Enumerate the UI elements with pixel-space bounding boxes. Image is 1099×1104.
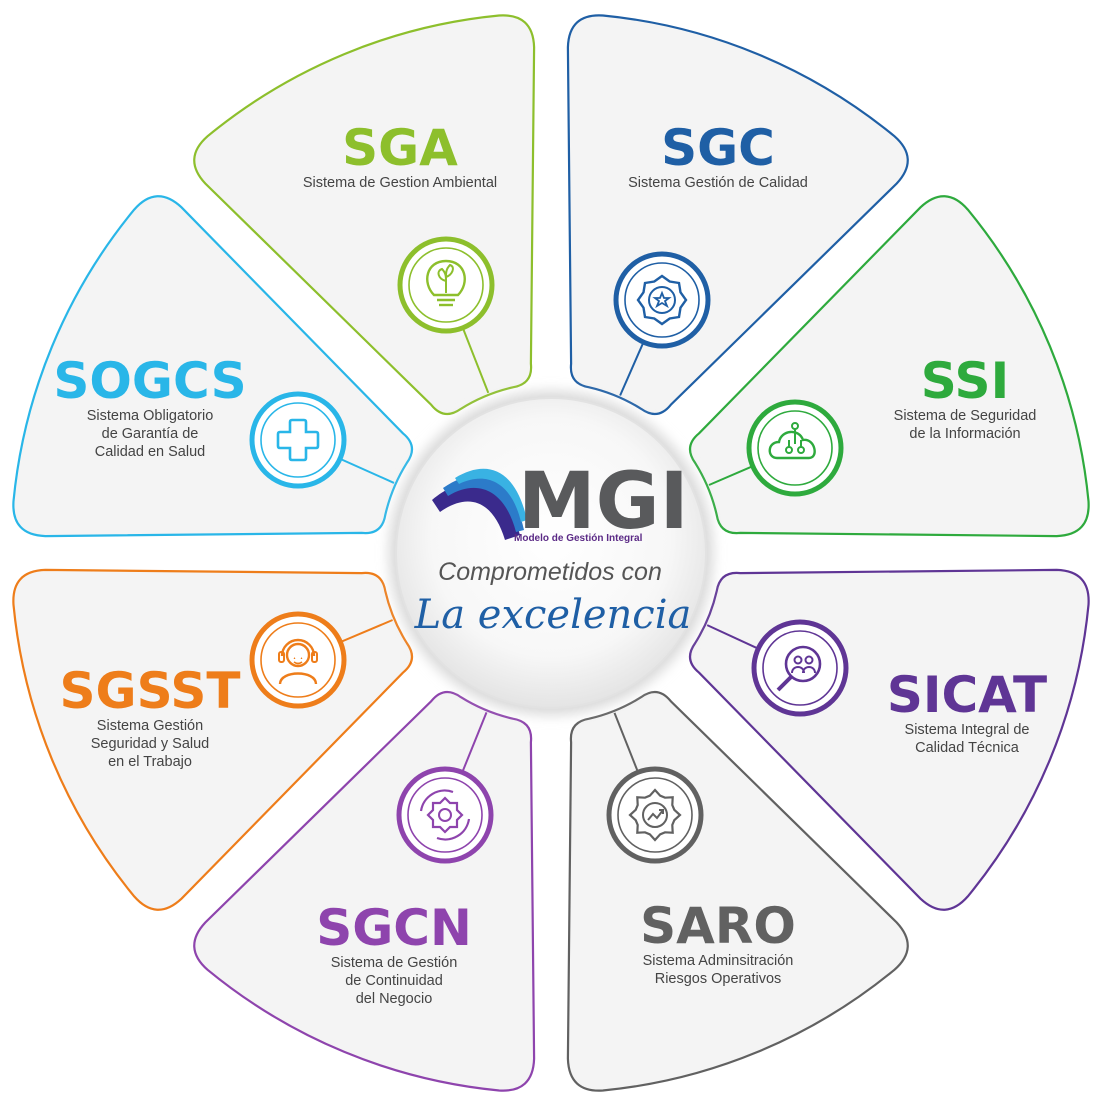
mgi-logo-mark: [432, 468, 527, 540]
magnifier-people-icon: [751, 619, 849, 717]
segment-sga-title: SGA: [342, 119, 458, 177]
segment-sgc-description-line: Sistema Gestión de Calidad: [628, 175, 808, 191]
headset-person-icon: [249, 611, 347, 709]
gear-cycle-icon: [396, 766, 494, 864]
segment-sgcn-description-line: Sistema de Gestión: [331, 955, 458, 971]
segment-sgcn-description-line: de Continuidad: [345, 973, 443, 989]
gear-chart-icon: [606, 766, 704, 864]
segment-ssi-title: SSI: [921, 352, 1009, 410]
medical-cross-icon: [249, 391, 347, 489]
mgi-logo-text: MGI: [518, 457, 689, 547]
center-hub: MGI Modelo de Gestión Integral Compromet…: [389, 391, 713, 715]
segment-sgc-title: SGC: [661, 119, 775, 177]
segment-ssi-description-line: de la Información: [909, 426, 1020, 442]
segment-sogcs-title: SOGCS: [53, 352, 246, 410]
segment-sgsst-description-line: en el Trabajo: [108, 754, 192, 770]
segment-saro-title: SARO: [640, 897, 796, 955]
segment-sgsst-title: SGSST: [60, 662, 241, 720]
segment-sogcs-description-line: de Garantía de: [102, 426, 199, 442]
segment-sga-description-line: Sistema de Gestion Ambiental: [303, 175, 497, 191]
segment-sgsst-description-line: Seguridad y Salud: [91, 736, 210, 752]
segment-sogcs-description-line: Calidad en Salud: [95, 444, 205, 460]
segment-sgsst-description-line: Sistema Gestión: [97, 718, 203, 734]
segment-saro-description-line: Riesgos Operativos: [655, 971, 782, 987]
segment-ssi-description-line: Sistema de Seguridad: [894, 408, 1037, 424]
quality-seal-icon: [613, 251, 711, 349]
tagline-line-1: Comprometidos con: [438, 558, 662, 586]
segment-sicat-description-line: Sistema Integral de: [905, 722, 1030, 738]
segment-sicat-title: SICAT: [887, 666, 1047, 724]
lightbulb-plant-icon: [397, 236, 495, 334]
segment-sicat-description-line: Calidad Técnica: [915, 740, 1020, 756]
segment-sgcn-title: SGCN: [316, 899, 472, 957]
segment-saro-description-line: Sistema Adminsitración: [643, 953, 794, 969]
segment-sgcn-description-line: del Negocio: [356, 991, 433, 1007]
segment-sogcs-description-line: Sistema Obligatorio: [87, 408, 214, 424]
mgi-logo-subtitle: Modelo de Gestión Integral: [514, 533, 643, 544]
cloud-network-icon: [746, 399, 844, 497]
tagline-line-2: La excelencia: [414, 592, 692, 638]
